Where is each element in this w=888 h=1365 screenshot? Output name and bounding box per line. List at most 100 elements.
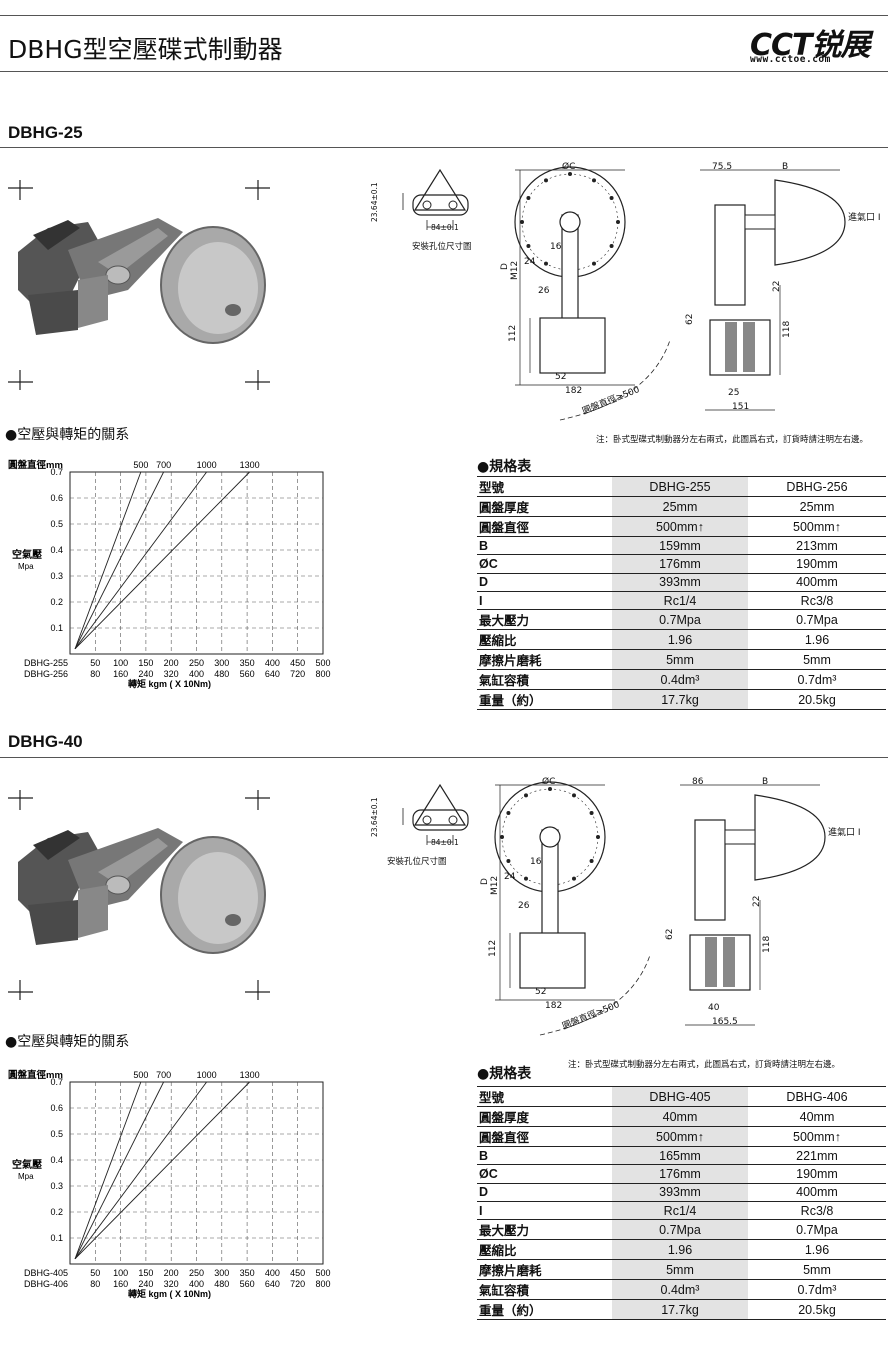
series-line bbox=[74, 471, 142, 649]
x-tick-label: 400 bbox=[265, 658, 280, 668]
dim-b-label: B bbox=[762, 777, 769, 787]
table-cell: Rc1/4 bbox=[612, 1201, 748, 1221]
dim-26-label: 26 bbox=[538, 286, 550, 296]
table-cell: 500mm↑ bbox=[612, 1126, 748, 1147]
table-cell: 500mm↑ bbox=[748, 1126, 886, 1147]
y-tick-label: 0.1 bbox=[50, 623, 63, 633]
table-header-cell: DBHG-405 bbox=[612, 1086, 748, 1107]
x-tick-label: 350 bbox=[240, 658, 255, 668]
dim-112-label: 112 bbox=[488, 939, 498, 957]
table-cell: 氣缸容積 bbox=[477, 669, 612, 691]
mount-dim-width: 84±0.1 bbox=[431, 838, 459, 847]
x-tick-label: 450 bbox=[290, 658, 305, 668]
table-cell: 500mm↑ bbox=[748, 516, 886, 537]
x-tick-label: 500 bbox=[315, 1268, 330, 1278]
x-tick-label: 480 bbox=[214, 669, 229, 679]
x-tick-label: 640 bbox=[265, 1279, 280, 1289]
series-line bbox=[74, 471, 165, 650]
dim-oc-label: ØC bbox=[562, 162, 576, 172]
table-cell: 0.4dm³ bbox=[612, 1279, 748, 1301]
dim-62-label: 62 bbox=[665, 928, 675, 940]
table-cell: 393mm bbox=[612, 573, 748, 592]
x-tick-label: 480 bbox=[214, 1279, 229, 1289]
mounting-hole-drawing bbox=[385, 165, 495, 260]
top-axis-label: 圓盤直徑mm bbox=[8, 1069, 63, 1081]
series-label: 1300 bbox=[240, 460, 260, 470]
series-label: 500 bbox=[133, 460, 148, 470]
x-tick-label: 800 bbox=[315, 669, 330, 679]
dim-b-label: B bbox=[782, 162, 789, 172]
dim-d-label: D bbox=[500, 263, 510, 270]
y-tick-label: 0.6 bbox=[50, 493, 63, 503]
dim-offset-label: 86 bbox=[692, 777, 704, 787]
mount-dim-height: 23.64±0.1 bbox=[370, 797, 379, 837]
x-tick-label: 400 bbox=[189, 669, 204, 679]
table-cell: 17.7kg bbox=[612, 689, 748, 711]
table-cell: 400mm bbox=[748, 1183, 886, 1202]
table-cell: 圓盤直徑 bbox=[477, 1126, 612, 1147]
brand-logo: CCT锐展 www.cctoe.com bbox=[750, 20, 880, 68]
table-cell: 摩擦片磨耗 bbox=[477, 649, 612, 671]
table-cell: 0.7Mpa bbox=[748, 609, 886, 631]
chart-title: ●空壓與轉矩的關系 bbox=[5, 1034, 130, 1050]
x-row-name: DBHG-406 bbox=[24, 1279, 68, 1289]
x-tick-label: 720 bbox=[290, 1279, 305, 1289]
order-note: 注：卧式型碟式制動器分左右兩式，此圖爲右式，訂貨時請注明左右邊。 bbox=[568, 1060, 841, 1070]
series-label: 500 bbox=[133, 1070, 148, 1080]
page-title: DBHG型空壓碟式制動器 bbox=[8, 35, 283, 64]
x-tick-label: 300 bbox=[214, 658, 229, 668]
top-axis-label: 圓盤直徑mm bbox=[8, 459, 63, 471]
series-line bbox=[74, 1081, 142, 1259]
dim-151-label: 151 bbox=[732, 402, 750, 412]
section-title: DBHG-40 bbox=[8, 732, 83, 751]
order-note: 注：卧式型碟式制動器分左右兩式，此圖爲右式，訂貨時請注明左右邊。 bbox=[596, 435, 869, 445]
mount-hole-label: 安裝孔位尺寸圖 bbox=[412, 242, 472, 252]
product-photo bbox=[8, 790, 270, 1000]
dim-62-label: 62 bbox=[685, 313, 695, 325]
mount-dim-width: 84±0.1 bbox=[431, 223, 459, 232]
dim-m12-label: M12 bbox=[510, 260, 520, 280]
table-cell: 190mm bbox=[748, 1164, 886, 1184]
product-photo bbox=[8, 180, 270, 390]
table-cell: 0.4dm³ bbox=[612, 669, 748, 691]
table-cell: 40mm bbox=[748, 1106, 886, 1127]
table-cell: 0.7Mpa bbox=[612, 1219, 748, 1241]
table-cell: 0.7Mpa bbox=[748, 1219, 886, 1241]
table-cell: 176mm bbox=[612, 1164, 748, 1184]
table-cell: 最大壓力 bbox=[477, 609, 612, 631]
series-line bbox=[74, 1081, 250, 1260]
x-tick-label: 200 bbox=[164, 1268, 179, 1278]
table-header-cell: DBHG-256 bbox=[748, 476, 886, 497]
table-cell: 1.96 bbox=[612, 1239, 748, 1261]
table-cell: 1.96 bbox=[612, 629, 748, 651]
x-row-name: DBHG-256 bbox=[24, 669, 68, 679]
table-cell: Rc3/8 bbox=[748, 1201, 886, 1221]
x-tick-label: 350 bbox=[240, 1268, 255, 1278]
x-tick-label: 640 bbox=[265, 669, 280, 679]
dim-16-label: 16 bbox=[530, 857, 542, 867]
table-cell: 0.7dm³ bbox=[748, 669, 886, 691]
dim-22-label: 22 bbox=[752, 895, 762, 907]
dim-d-label: D bbox=[480, 878, 490, 885]
x-axis-label: 轉矩 kgm ( X 10Nm) bbox=[128, 1288, 211, 1299]
series-line bbox=[74, 1081, 207, 1260]
table-cell: 0.7dm³ bbox=[748, 1279, 886, 1301]
table-cell: I bbox=[477, 591, 612, 611]
y-tick-label: 0.3 bbox=[50, 1181, 63, 1191]
dim-118-label: 118 bbox=[782, 320, 792, 338]
table-header-cell: 型號 bbox=[477, 476, 612, 497]
y-tick-label: 0.6 bbox=[50, 1103, 63, 1113]
